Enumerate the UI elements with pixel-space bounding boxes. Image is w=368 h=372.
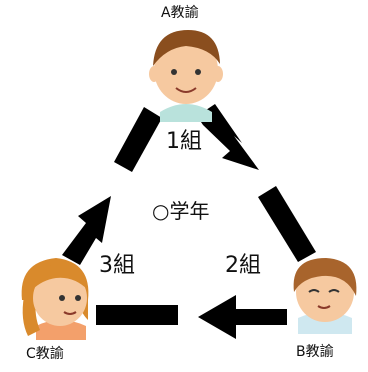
teacher-a-avatar bbox=[149, 30, 223, 122]
segment-to-b bbox=[258, 186, 316, 262]
teacher-a-label: A教諭 bbox=[161, 5, 199, 21]
teacher-c-eye-left bbox=[59, 295, 65, 301]
teacher-a-mouth bbox=[175, 87, 197, 93]
class-1-label: 1組 bbox=[166, 129, 202, 154]
grade-label: ○学年 bbox=[152, 199, 210, 223]
arrow-a-to-b-shape bbox=[197, 104, 259, 170]
segment-near-c-shape bbox=[96, 305, 178, 325]
teacher-a-face bbox=[154, 36, 218, 104]
teacher-a-eye-right bbox=[195, 69, 201, 75]
teacher-b-label: B教諭 bbox=[296, 344, 334, 360]
teacher-c-ponytail bbox=[22, 296, 40, 336]
class-2-label: 2組 bbox=[225, 253, 261, 278]
segment-to-b-shape bbox=[258, 186, 316, 262]
arrow-b-to-c-shape bbox=[198, 295, 287, 339]
arrow-c-to-a-shape bbox=[62, 196, 111, 265]
teacher-b-mouth bbox=[317, 305, 331, 309]
teacher-a-ear-right bbox=[213, 66, 223, 82]
teacher-c-mouth bbox=[63, 311, 77, 315]
segment-near-c bbox=[96, 305, 178, 325]
arrow-b-to-c bbox=[198, 295, 287, 339]
teacher-b-hair bbox=[293, 258, 357, 296]
teacher-a-ear bbox=[149, 66, 159, 82]
teacher-c-avatar bbox=[21, 258, 89, 340]
teacher-c-bangs bbox=[32, 264, 88, 290]
teacher-c-eye-right bbox=[75, 295, 81, 301]
class-3-label: 3組 bbox=[99, 253, 135, 278]
teacher-c-shirt bbox=[36, 320, 86, 340]
arrow-a-to-b bbox=[197, 104, 259, 170]
teacher-a-eye-left bbox=[171, 69, 177, 75]
teacher-c-label: C教諭 bbox=[26, 346, 64, 362]
segment-from-a-shape bbox=[114, 107, 162, 172]
arrow-c-to-a bbox=[62, 196, 111, 265]
teacher-b-eye-left bbox=[308, 289, 320, 293]
teacher-b-avatar bbox=[293, 258, 357, 334]
teacher-b-eye-right bbox=[328, 289, 340, 293]
teacher-a-hair bbox=[153, 30, 220, 66]
segment-from-a bbox=[114, 107, 162, 172]
teacher-a-shirt bbox=[160, 104, 212, 122]
